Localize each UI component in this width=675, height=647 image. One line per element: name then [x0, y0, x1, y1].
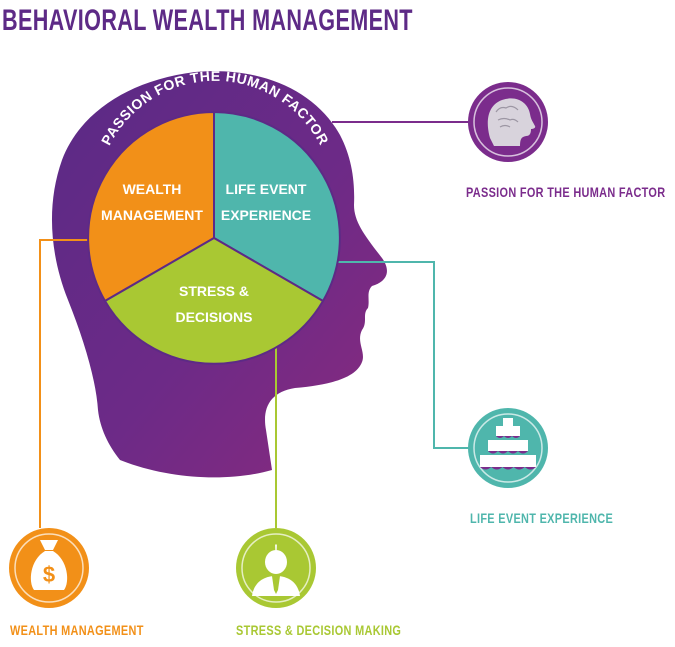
- callout-label-stress: STRESS & DECISION MAKING: [236, 622, 402, 638]
- segment-stress-line2: DECISIONS: [175, 309, 252, 325]
- brain-head-icon: [468, 82, 548, 162]
- pie-segment-stress: [103, 236, 325, 365]
- segment-stress-line1: STRESS &: [179, 283, 249, 299]
- page-title: BEHAVIORAL WEALTH MANAGEMENT: [2, 4, 413, 37]
- pie-segment-wealth: [87, 110, 215, 303]
- segment-wealth-line2: MANAGEMENT: [101, 207, 203, 223]
- money-symbol: $: [43, 562, 55, 587]
- wedding-cake-icon: [468, 408, 548, 488]
- connector-wealth: [39, 239, 92, 528]
- callout-label-human-factor: PASSION FOR THE HUMAN FACTOR: [466, 184, 666, 200]
- connector-life-event: [336, 261, 470, 449]
- callout-label-wealth: WEALTH MANAGEMENT: [10, 622, 144, 638]
- callout-label-life-event: LIFE EVENT EXPERIENCE: [470, 510, 614, 526]
- pie-segment-life-event: [213, 110, 341, 303]
- stressed-person-icon: !: [236, 528, 316, 608]
- segment-life-line1: LIFE EVENT: [226, 181, 307, 197]
- segment-wealth-line1: WEALTH: [123, 181, 182, 197]
- alert-symbol: !: [274, 542, 278, 556]
- segment-life-line2: EXPERIENCE: [221, 207, 311, 223]
- money-bag-icon: $: [9, 528, 89, 608]
